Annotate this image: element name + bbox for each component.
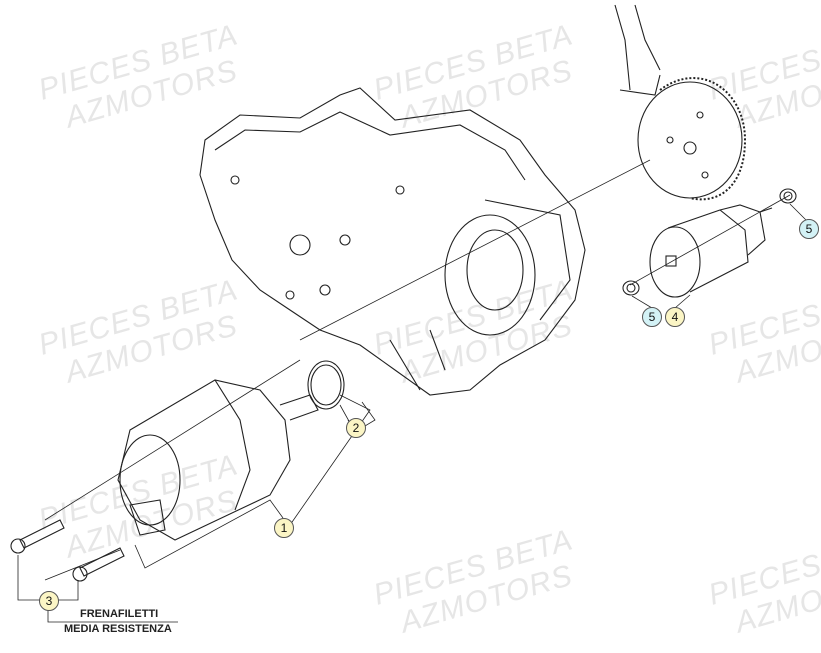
nut: [622, 280, 640, 296]
starter-drive: [649, 204, 773, 298]
callout-label: 3: [45, 594, 53, 608]
callout-4[interactable]: 4: [665, 307, 685, 327]
callout-2[interactable]: 2: [346, 418, 366, 438]
callout-label: 5: [648, 310, 656, 324]
o-ring: [307, 360, 345, 410]
callout-label: 4: [671, 310, 679, 324]
nut: [779, 188, 797, 204]
callout-1[interactable]: 1: [274, 518, 294, 538]
flywheel: [614, 4, 747, 201]
callout-3[interactable]: 3: [39, 591, 59, 611]
starter-motor: [117, 379, 319, 541]
bolt: [72, 547, 125, 582]
bolt: [10, 519, 65, 554]
callout-label: 5: [805, 222, 813, 236]
callout-5[interactable]: 5: [799, 219, 819, 239]
callout-label: 2: [352, 421, 360, 435]
crankcase: [199, 87, 586, 396]
note-threadlocker: FRENAFILETTI: [80, 608, 159, 620]
callout-label: 1: [280, 521, 288, 535]
note-strength: MEDIA RESISTENZA: [64, 623, 172, 635]
o-ring-inner: [310, 364, 342, 406]
callout-5[interactable]: 5: [642, 307, 662, 327]
